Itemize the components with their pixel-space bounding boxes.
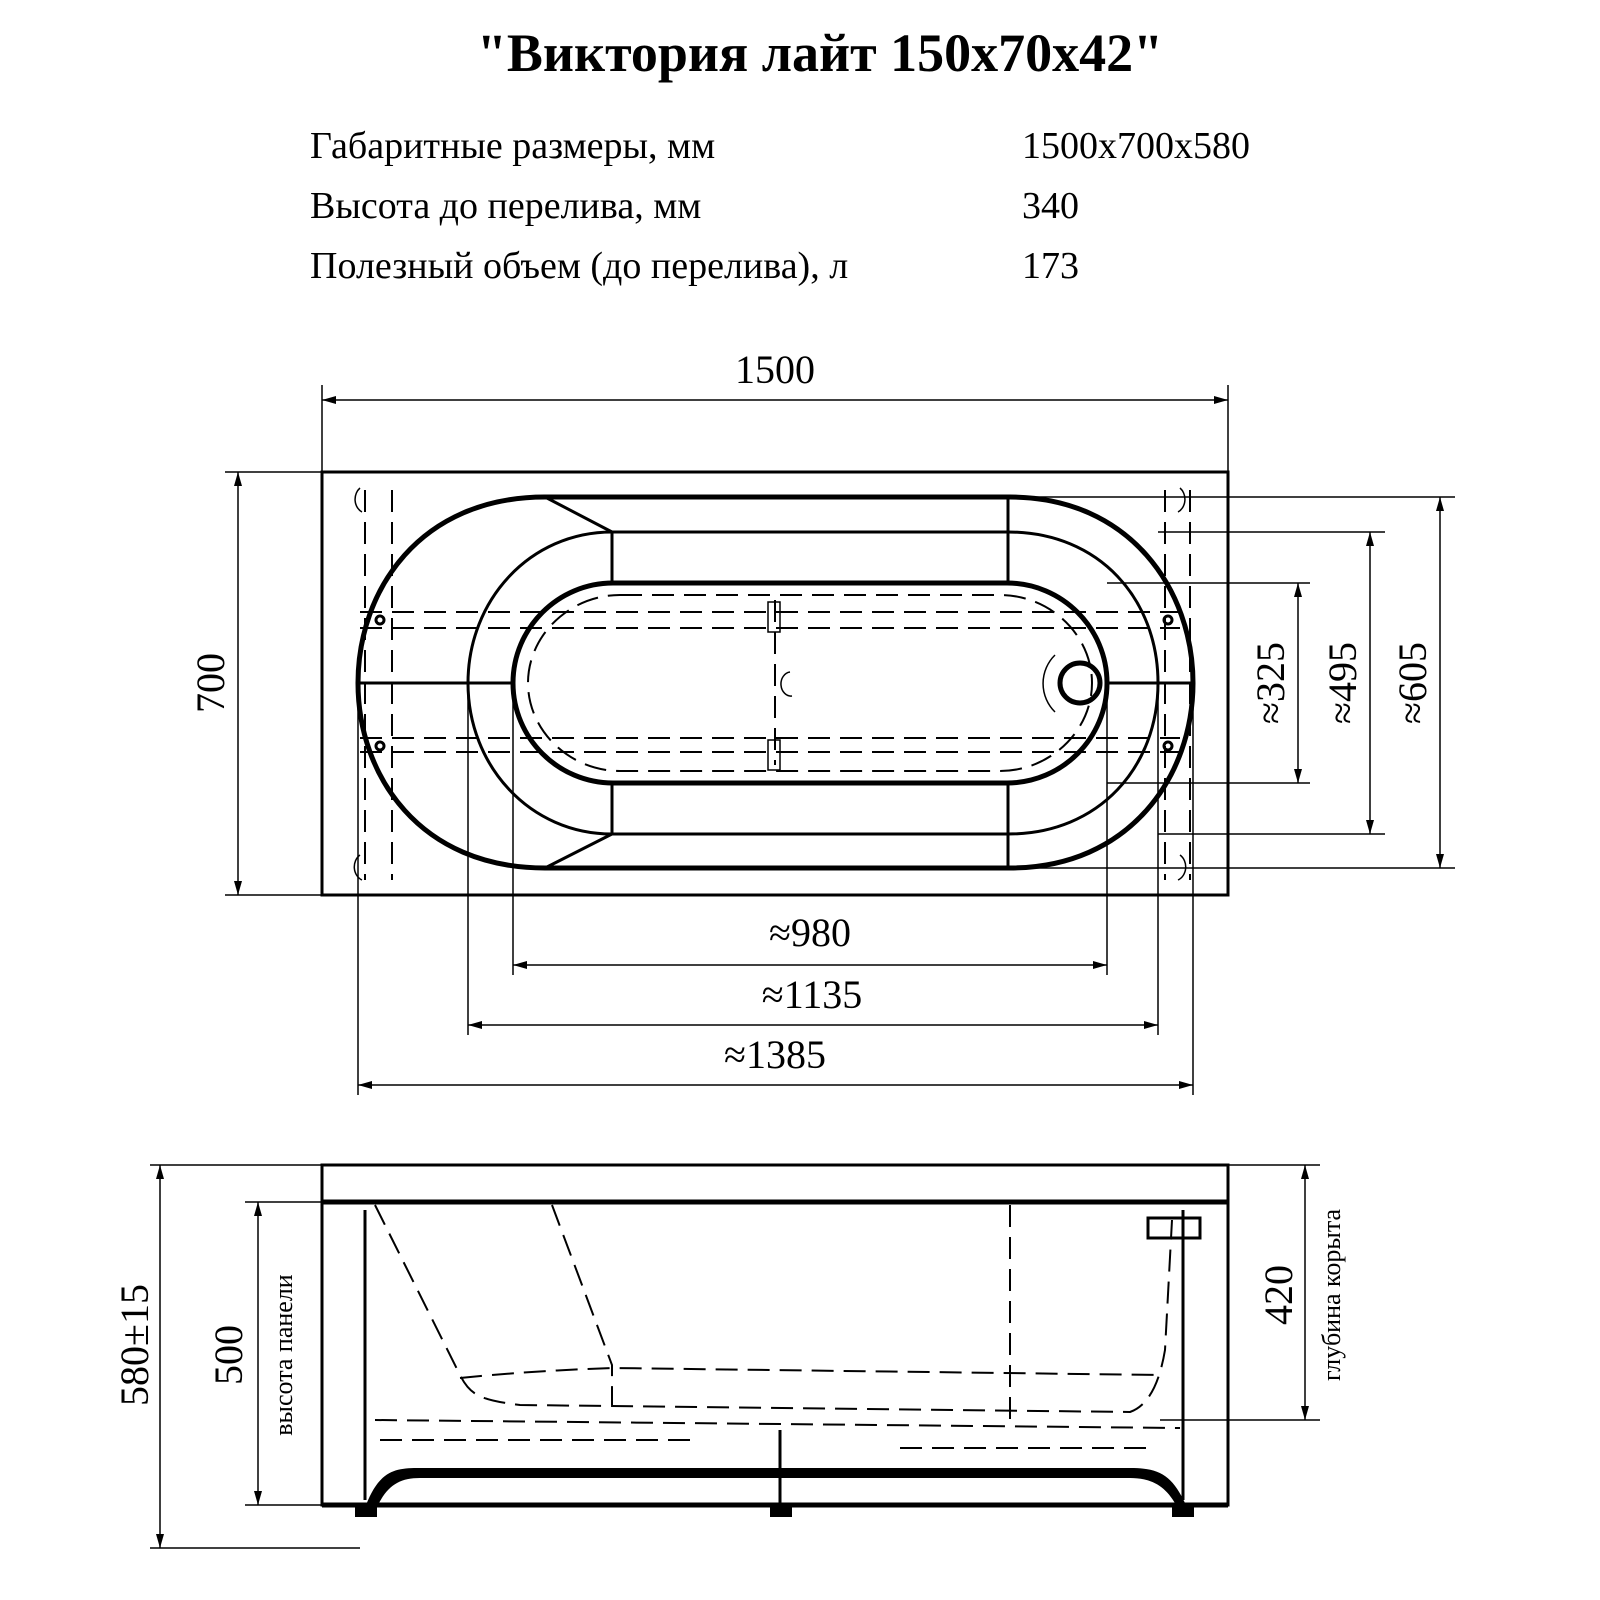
dim-inner-width-2: ≈495 bbox=[1320, 642, 1365, 724]
dim-depth: 420 bbox=[1256, 1265, 1301, 1325]
drain-icon bbox=[1057, 660, 1103, 706]
top-view-dimensions: 1500 700 ≈325 ≈495 ≈605 ≈980 ≈1135 ≈1385 bbox=[188, 347, 1455, 1095]
side-view bbox=[320, 1163, 1230, 1517]
dim-total-height: 580±15 bbox=[112, 1284, 157, 1406]
spec-label-overflow-height: Высота до перелива, мм bbox=[310, 185, 702, 227]
tub-bottom bbox=[510, 580, 1110, 786]
side-view-outline bbox=[320, 1163, 1230, 1507]
dim-width: 700 bbox=[188, 653, 233, 713]
foot-right bbox=[1172, 1505, 1194, 1517]
side-view-dimensions: 580±15 500 высота панели 420 глубина кор… bbox=[112, 1164, 1346, 1549]
dim-inner-length-1: ≈980 bbox=[769, 910, 851, 955]
spec-value-overflow-height: 340 bbox=[1022, 185, 1079, 227]
foot-center bbox=[770, 1505, 792, 1517]
foot-left bbox=[355, 1505, 377, 1517]
dim-panel-height: 500 bbox=[206, 1325, 251, 1385]
spec-label-volume: Полезный объем (до перелива), л bbox=[310, 245, 849, 287]
spec-value-volume: 173 bbox=[1022, 245, 1079, 287]
overflow-icon bbox=[1146, 1216, 1202, 1240]
tub-shelf bbox=[466, 530, 1160, 836]
top-view-outline bbox=[320, 470, 1230, 897]
dim-inner-width-1: ≈325 bbox=[1248, 642, 1293, 724]
panel-height-label: высота панели bbox=[269, 1274, 298, 1436]
drawing-title: "Виктория лайт 150x70x42" bbox=[476, 23, 1164, 83]
depth-label: глубина корыта bbox=[1317, 1209, 1346, 1382]
dim-inner-length-2: ≈1135 bbox=[762, 972, 862, 1017]
spec-value-dimensions: 1500x700x580 bbox=[1022, 125, 1250, 167]
dim-inner-length-3: ≈1385 bbox=[724, 1032, 826, 1077]
top-view bbox=[320, 470, 1230, 897]
dim-length: 1500 bbox=[735, 347, 815, 392]
panel-arch bbox=[366, 1468, 1186, 1505]
spec-label-dimensions: Габаритные размеры, мм bbox=[310, 125, 716, 167]
dim-inner-width-3: ≈605 bbox=[1390, 642, 1435, 724]
